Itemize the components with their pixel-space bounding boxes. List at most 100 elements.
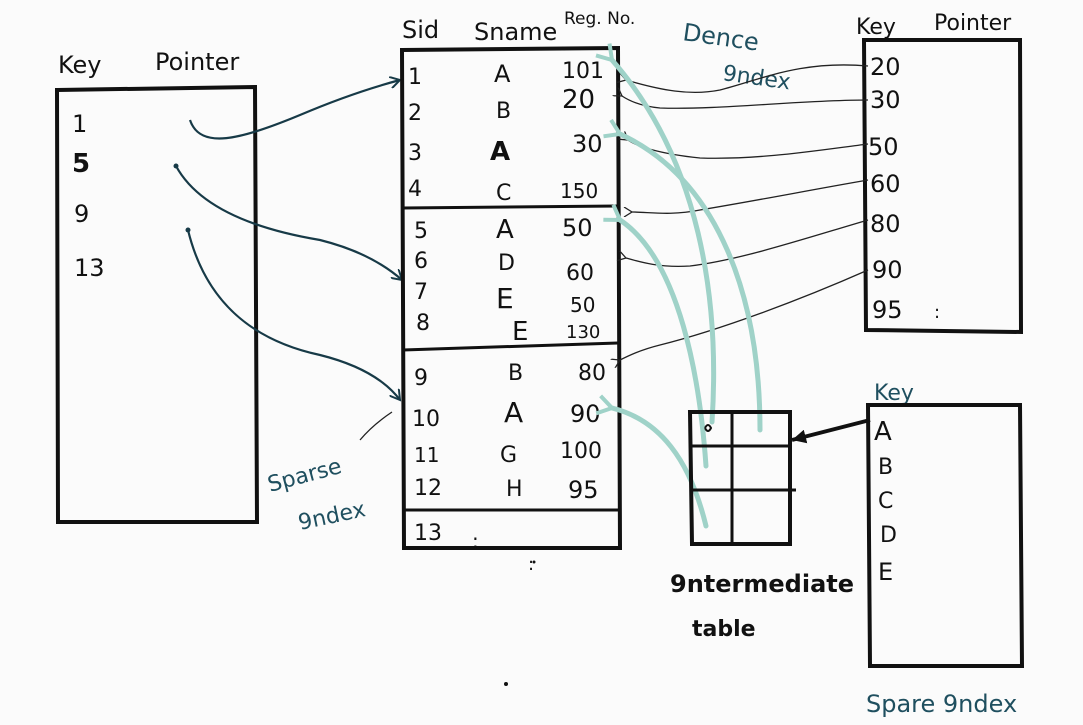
- dense-index-arrows: [620, 64, 869, 360]
- intermediate-table-label: 9ntermediate: [670, 570, 854, 598]
- row-sname: A: [494, 60, 511, 88]
- row-sname: D: [498, 251, 515, 276]
- row-reg: 50: [570, 293, 595, 317]
- dense-index-key: 60: [870, 170, 901, 198]
- sparse-label-stroke: [359, 411, 393, 441]
- left-index-key: 9: [74, 200, 89, 228]
- dense-index-key: 90: [872, 256, 903, 284]
- dense-pointer-arrow: [622, 96, 869, 109]
- row-reg: 20: [562, 85, 595, 115]
- intermediate-pointer-arrow: [603, 203, 709, 469]
- row-sname: B: [508, 361, 523, 386]
- row-sname: E: [496, 282, 514, 315]
- secondary-index-box: [865, 403, 1025, 668]
- secondary-index: Key A B C D E: [865, 381, 1025, 668]
- row-reg: 30: [572, 130, 603, 158]
- left-index-key-header: Key: [58, 51, 102, 79]
- row-sid: 2: [408, 101, 422, 126]
- secondary-index-key: A: [874, 417, 892, 447]
- block-divider: [402, 204, 619, 210]
- dense-index-key: 50: [868, 133, 899, 161]
- row-reg: 150: [560, 179, 598, 203]
- row-reg: 90: [570, 400, 601, 428]
- row-reg: 100: [560, 439, 602, 464]
- row-reg: :: [528, 554, 534, 575]
- secondary-index-key: C: [878, 489, 893, 514]
- dense-index-box: [861, 38, 1024, 335]
- column-header-reg: Reg. No.: [564, 9, 635, 29]
- row-sid: 6: [414, 249, 428, 274]
- row-reg: 60: [566, 261, 594, 286]
- intermediate-cell-mark: [704, 424, 713, 432]
- dense-pointer-arrow: [620, 269, 869, 360]
- dense-index-continuation: :: [934, 302, 940, 323]
- dense-pointer-arrow: [626, 64, 869, 94]
- row-sid: 9: [414, 366, 428, 391]
- row-sname: H: [506, 477, 523, 502]
- row-reg: 95: [568, 476, 599, 504]
- row-sid: 11: [414, 443, 439, 467]
- main-table-box: [399, 45, 623, 550]
- intermediate-table-box: [687, 410, 792, 546]
- row-sid: 8: [416, 311, 430, 336]
- row-sid: 1: [408, 65, 422, 90]
- row-sname: E: [512, 317, 528, 347]
- key-to-intermediate-arrow: [791, 418, 871, 444]
- dense-pointer-arrow: [626, 219, 869, 268]
- dense-index-key-header: Key: [856, 15, 896, 40]
- stray-dot: [532, 560, 536, 564]
- row-sname: :: [472, 529, 479, 553]
- dense-index-label: Dence: [681, 18, 761, 56]
- main-table: Sid Sname Reg. No. 1 2 3 4 5 6 7 8 9 10 …: [399, 9, 635, 575]
- row-reg: 50: [562, 214, 593, 242]
- intermediate-pointer-arrow: [595, 394, 709, 529]
- secondary-index-key: E: [878, 558, 893, 586]
- left-index-key: 13: [74, 254, 105, 282]
- dense-index-key: 20: [870, 53, 901, 81]
- dense-index-pointer-header: Pointer: [934, 11, 1012, 36]
- row-sid: 3: [408, 141, 422, 166]
- row-sid: 12: [414, 476, 442, 501]
- dense-index-key: 30: [870, 86, 901, 114]
- intermediate-arrows: [595, 43, 763, 529]
- sparse-pointer-arrow: [186, 229, 400, 400]
- intermediate-table: [687, 410, 796, 546]
- left-index-pointer-header: Pointer: [155, 48, 239, 76]
- dense-pointer-arrow: [632, 179, 869, 213]
- secondary-index-key: B: [878, 455, 893, 480]
- spare-index-label: Spare 9ndex: [866, 690, 1017, 718]
- secondary-index-key-header: Key: [874, 381, 914, 406]
- intermediate-pointer-arrow: [603, 118, 763, 433]
- dense-index-label: 9ndex: [721, 61, 792, 95]
- row-sname: B: [496, 99, 511, 124]
- sparse-pointer-arrow: [175, 165, 402, 280]
- row-reg: 130: [566, 322, 600, 343]
- row-sname: A: [496, 215, 514, 245]
- dense-index-key: 95: [872, 296, 903, 324]
- row-sid: 10: [412, 407, 440, 432]
- row-sid: 4: [408, 177, 422, 202]
- row-sname: A: [490, 137, 510, 167]
- left-index-box: [54, 84, 260, 524]
- row-sname: C: [496, 181, 511, 206]
- dense-index: Key Pointer 20 30 50 60 80 90 95 :: [856, 11, 1024, 335]
- column-header-sname: Sname: [474, 18, 557, 46]
- left-index-key: 1: [72, 110, 87, 138]
- sparse-pointer-arrow: [188, 80, 400, 140]
- intermediate-pointer-arrow: [595, 43, 717, 425]
- sparse-index-label: 9ndex: [296, 497, 368, 536]
- sparse-index-label: Sparse: [265, 454, 344, 498]
- dense-index-key: 80: [870, 210, 901, 238]
- left-index-key: 5: [72, 149, 90, 179]
- stray-dot: [504, 682, 508, 686]
- column-header-sid: Sid: [402, 16, 439, 44]
- secondary-index-key: D: [880, 523, 897, 548]
- sparse-index-arrows: [173, 80, 403, 400]
- intermediate-table-label: table: [692, 617, 756, 642]
- row-sid: 7: [414, 280, 428, 305]
- block-divider: [402, 341, 619, 352]
- row-sname: A: [504, 396, 523, 429]
- row-sid: 5: [414, 219, 428, 244]
